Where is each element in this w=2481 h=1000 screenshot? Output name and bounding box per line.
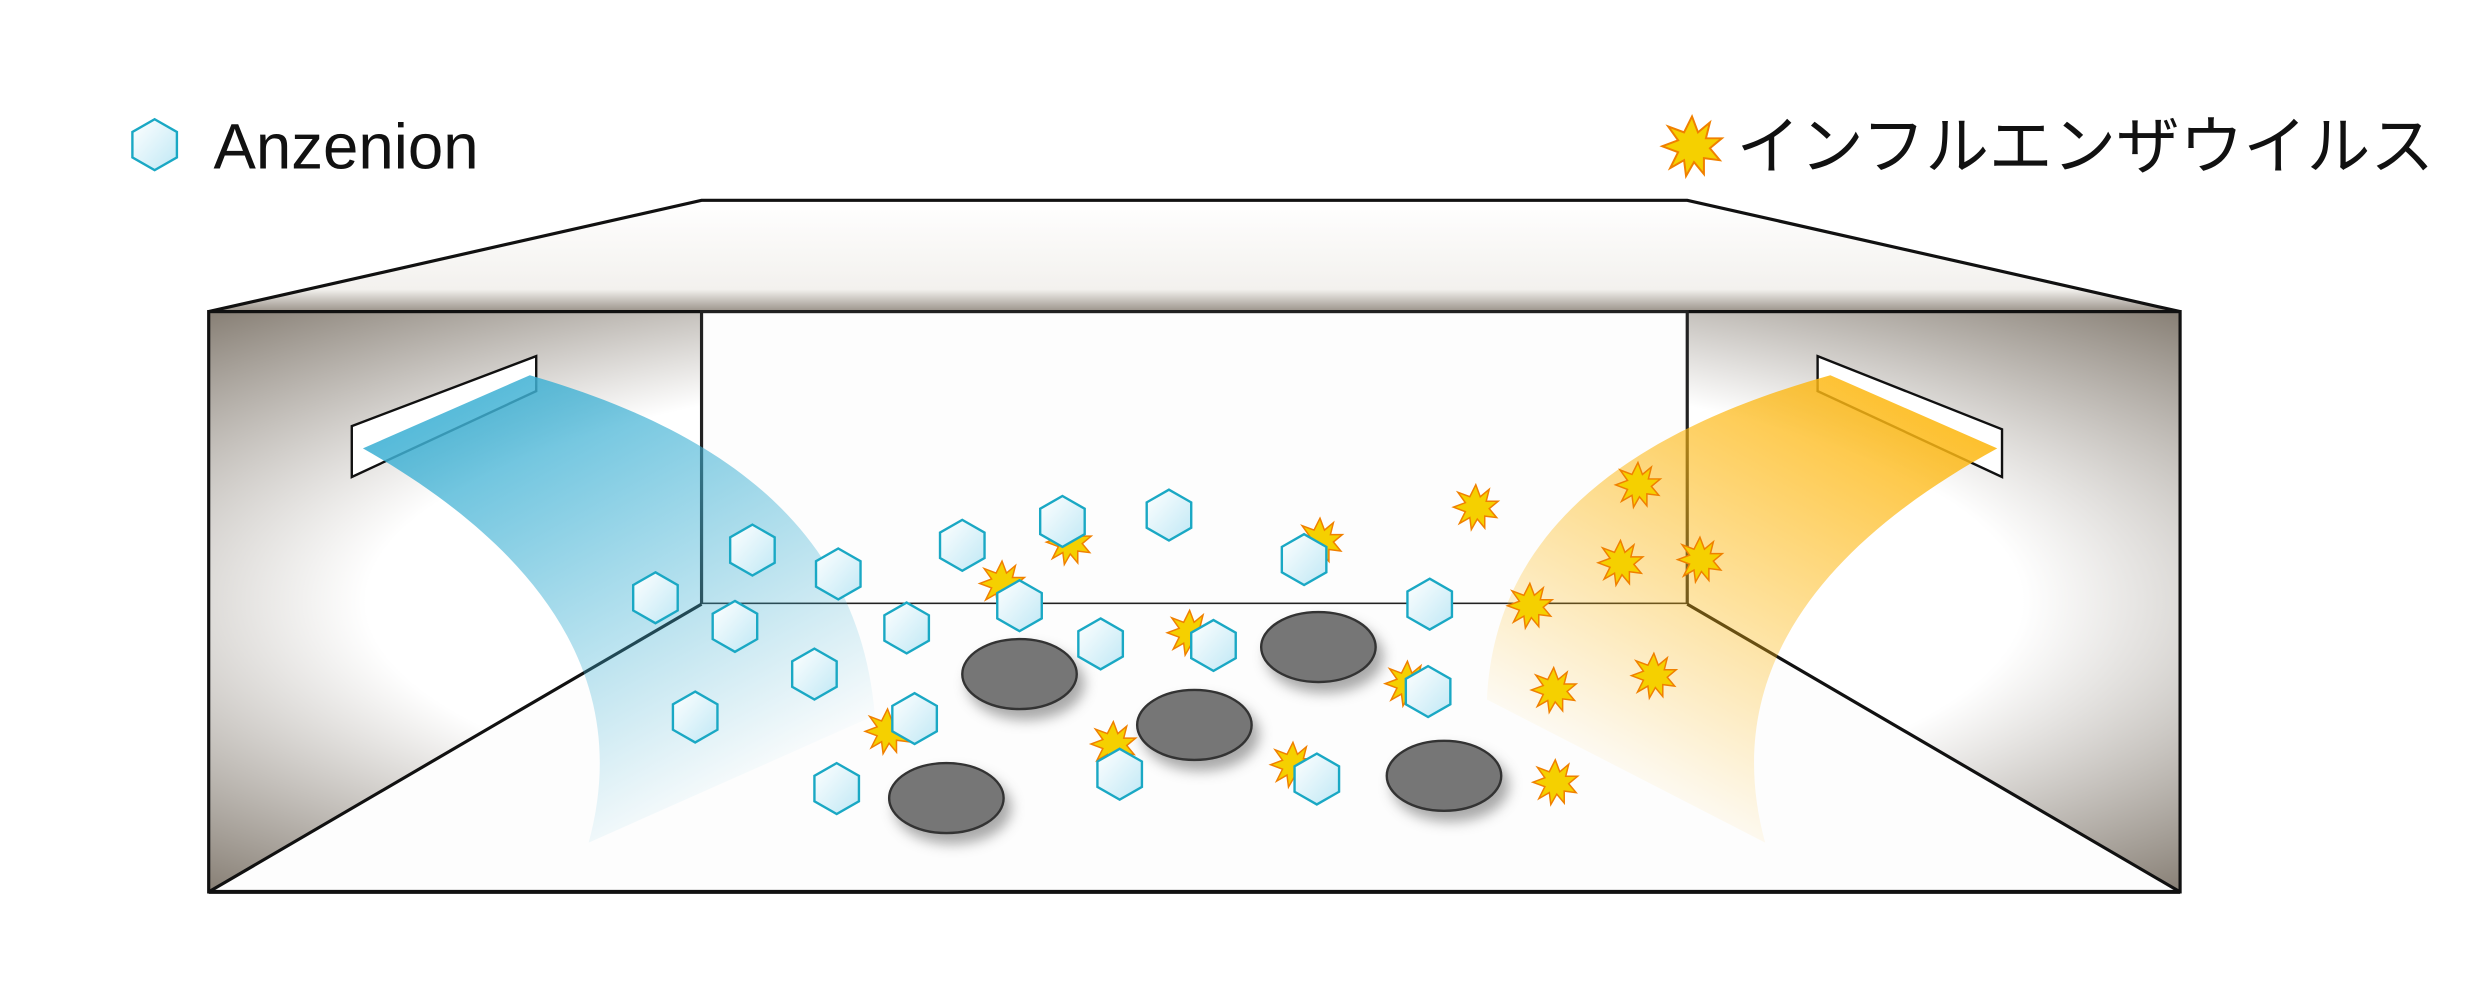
- hexagon-icon: [813, 761, 861, 816]
- virus-airflow: [1486, 375, 1998, 843]
- disc: [1385, 739, 1503, 813]
- hexagon-icon: [631, 571, 679, 625]
- disc: [961, 637, 1078, 711]
- legend-anion-label: Anzenion: [213, 112, 478, 183]
- hexagon-icon: [131, 117, 179, 172]
- hexagon-icon: [883, 601, 931, 655]
- hexagon-icon: [891, 691, 939, 746]
- hexagon-icon: [1190, 618, 1237, 673]
- hexagon-icon: [1077, 617, 1125, 671]
- hexagon-icon: [1038, 494, 1086, 549]
- hexagon-icon: [671, 690, 719, 744]
- disc: [1135, 688, 1253, 762]
- hexagon-icon: [814, 547, 862, 601]
- hexagon-icon: [711, 599, 759, 654]
- hexagon-icon: [1145, 488, 1193, 542]
- hexagon-icon: [1096, 747, 1144, 801]
- legend-virus-label: インフルエンザウイルス: [1737, 112, 2434, 183]
- hexagon-icon: [996, 579, 1043, 633]
- disc: [887, 761, 1005, 835]
- legend-anion: Anzenion: [131, 112, 479, 183]
- hexagon-icon: [1280, 532, 1328, 587]
- starburst-icon: [1661, 115, 1723, 178]
- ceiling: [208, 198, 2181, 314]
- disc: [1259, 610, 1377, 684]
- hexagon-icon: [728, 523, 776, 577]
- hexagon-icon: [938, 518, 986, 572]
- surface-discs: [887, 610, 1510, 845]
- hexagon-icon: [790, 647, 838, 701]
- hexagon-icon: [1406, 577, 1454, 631]
- hexagon-icon: [1404, 664, 1452, 719]
- legend-virus: インフルエンザウイルス: [1661, 112, 2434, 183]
- hexagon-icon: [1293, 752, 1341, 806]
- anion-airflow: [362, 375, 875, 843]
